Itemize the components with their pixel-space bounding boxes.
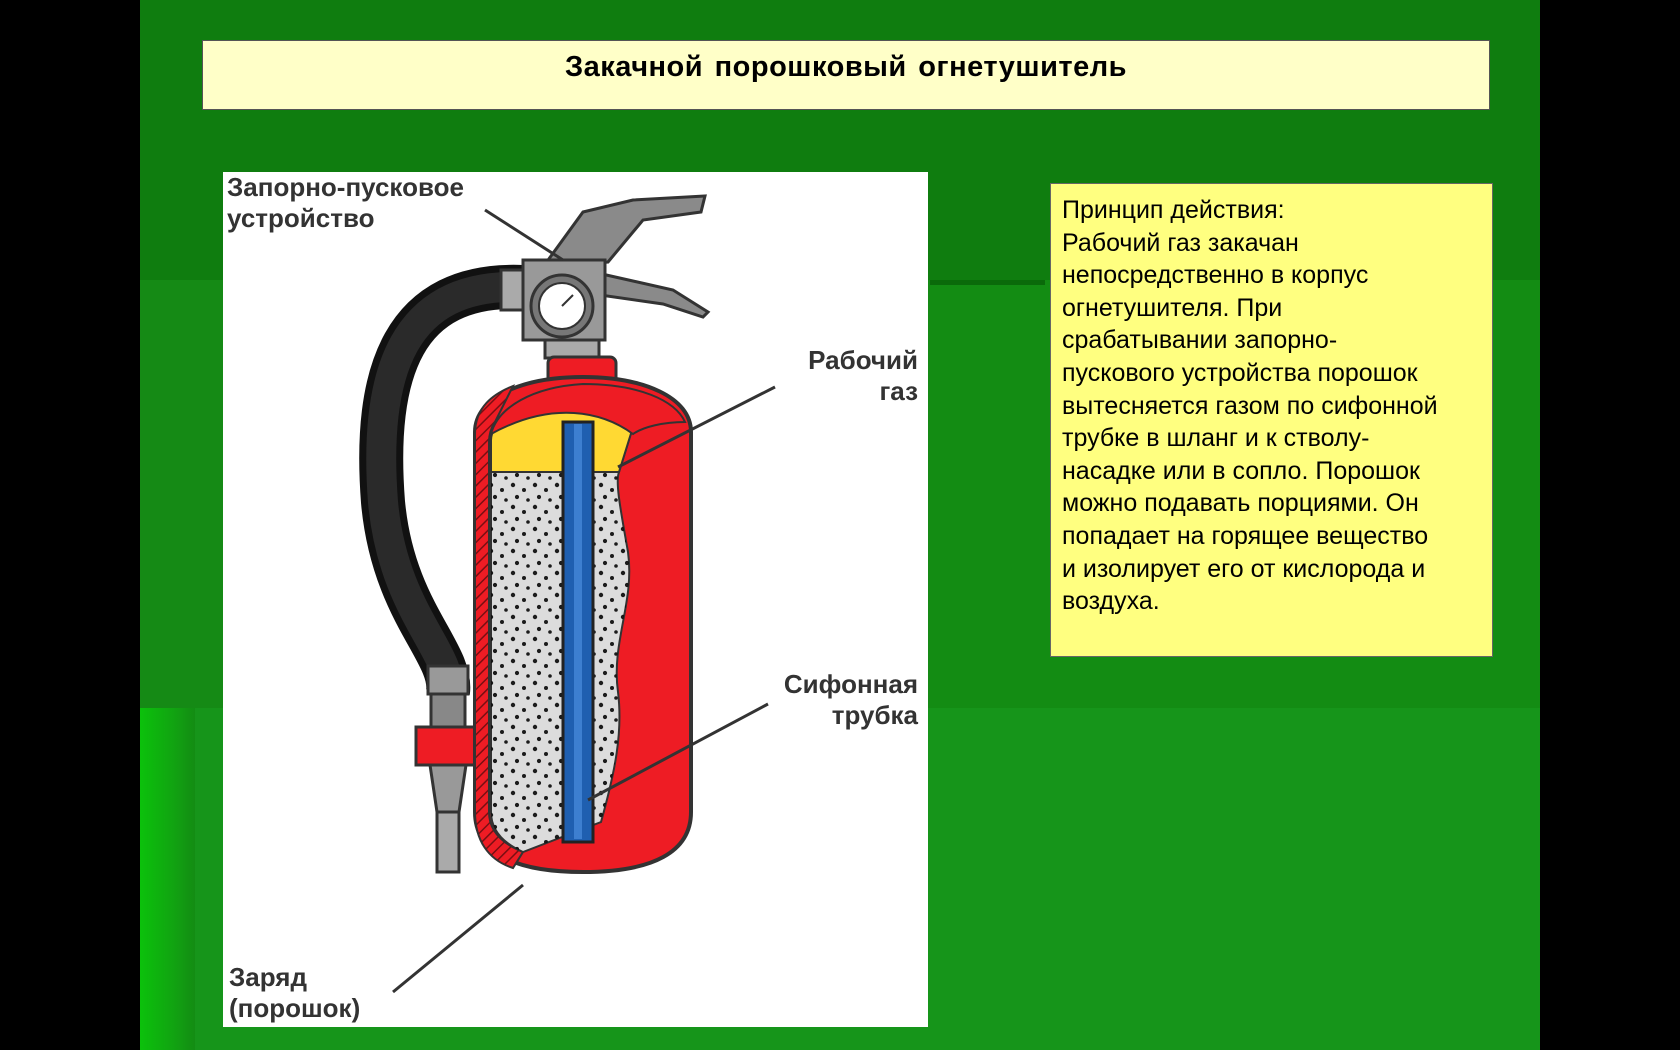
info-line: огнетушителя. При — [1062, 293, 1283, 322]
background-band — [140, 708, 195, 1050]
label-gas-line: Рабочий — [808, 345, 918, 375]
info-line: и изолирует его от кислорода и — [1062, 554, 1426, 583]
extinguisher-diagram: Запорно-пусковое устройство Рабочий газ … — [223, 172, 928, 1027]
label-valve-line: устройство — [227, 203, 375, 233]
info-line: трубке в шланг и к стволу- — [1062, 424, 1370, 453]
pointer-siphon — [587, 702, 769, 802]
title-box: Закачной порошковый огнетушитель — [202, 40, 1490, 110]
label-valve: Запорно-пусковое устройство — [227, 172, 464, 234]
info-line: можно подавать порциями. Он — [1062, 489, 1419, 518]
pointer-gas — [617, 385, 776, 469]
powder-charge — [491, 472, 630, 852]
label-siphon: Сифонная трубка — [784, 669, 918, 731]
info-line: Рабочий газ закачан — [1062, 228, 1299, 257]
hose-clip — [414, 725, 482, 767]
info-line: непосредственно в корпус — [1062, 261, 1369, 290]
divider-line — [930, 280, 1045, 285]
hose-fitting — [499, 268, 525, 312]
label-valve-line: Запорно-пусковое — [227, 172, 464, 202]
label-gas-line: газ — [879, 376, 918, 406]
info-line: воздуха. — [1062, 587, 1160, 616]
principle-text-box: Принцип действия: Рабочий газ закачан не… — [1050, 183, 1493, 657]
label-charge: Заряд (порошок) — [229, 962, 360, 1024]
label-charge-line: (порошок) — [229, 993, 361, 1023]
handle-top — [539, 194, 707, 269]
info-line: пускового устройства порошок — [1062, 358, 1418, 387]
label-charge-line: Заряд — [229, 962, 307, 992]
info-line: вытесняется газом по сифонной — [1062, 391, 1438, 420]
label-siphon-line: Сифонная — [783, 669, 918, 699]
info-line: Принцип действия: — [1062, 196, 1285, 224]
info-line: срабатывании запорно- — [1062, 326, 1338, 355]
extinguisher-illustration — [359, 194, 776, 994]
info-line: попадает на горящее вещество — [1062, 521, 1429, 550]
pointer-valve — [484, 208, 564, 262]
slide: Закачной порошковый огнетушитель — [140, 0, 1540, 1050]
slide-title: Закачной порошковый огнетушитель — [564, 51, 1127, 83]
pointer-charge — [392, 883, 524, 994]
label-siphon-line: трубка — [831, 700, 918, 730]
nozzle — [428, 763, 468, 814]
info-line: насадке или в сопло. Порошок — [1062, 456, 1420, 485]
handle-lever — [591, 270, 711, 319]
label-gas: Рабочий газ — [808, 345, 918, 407]
